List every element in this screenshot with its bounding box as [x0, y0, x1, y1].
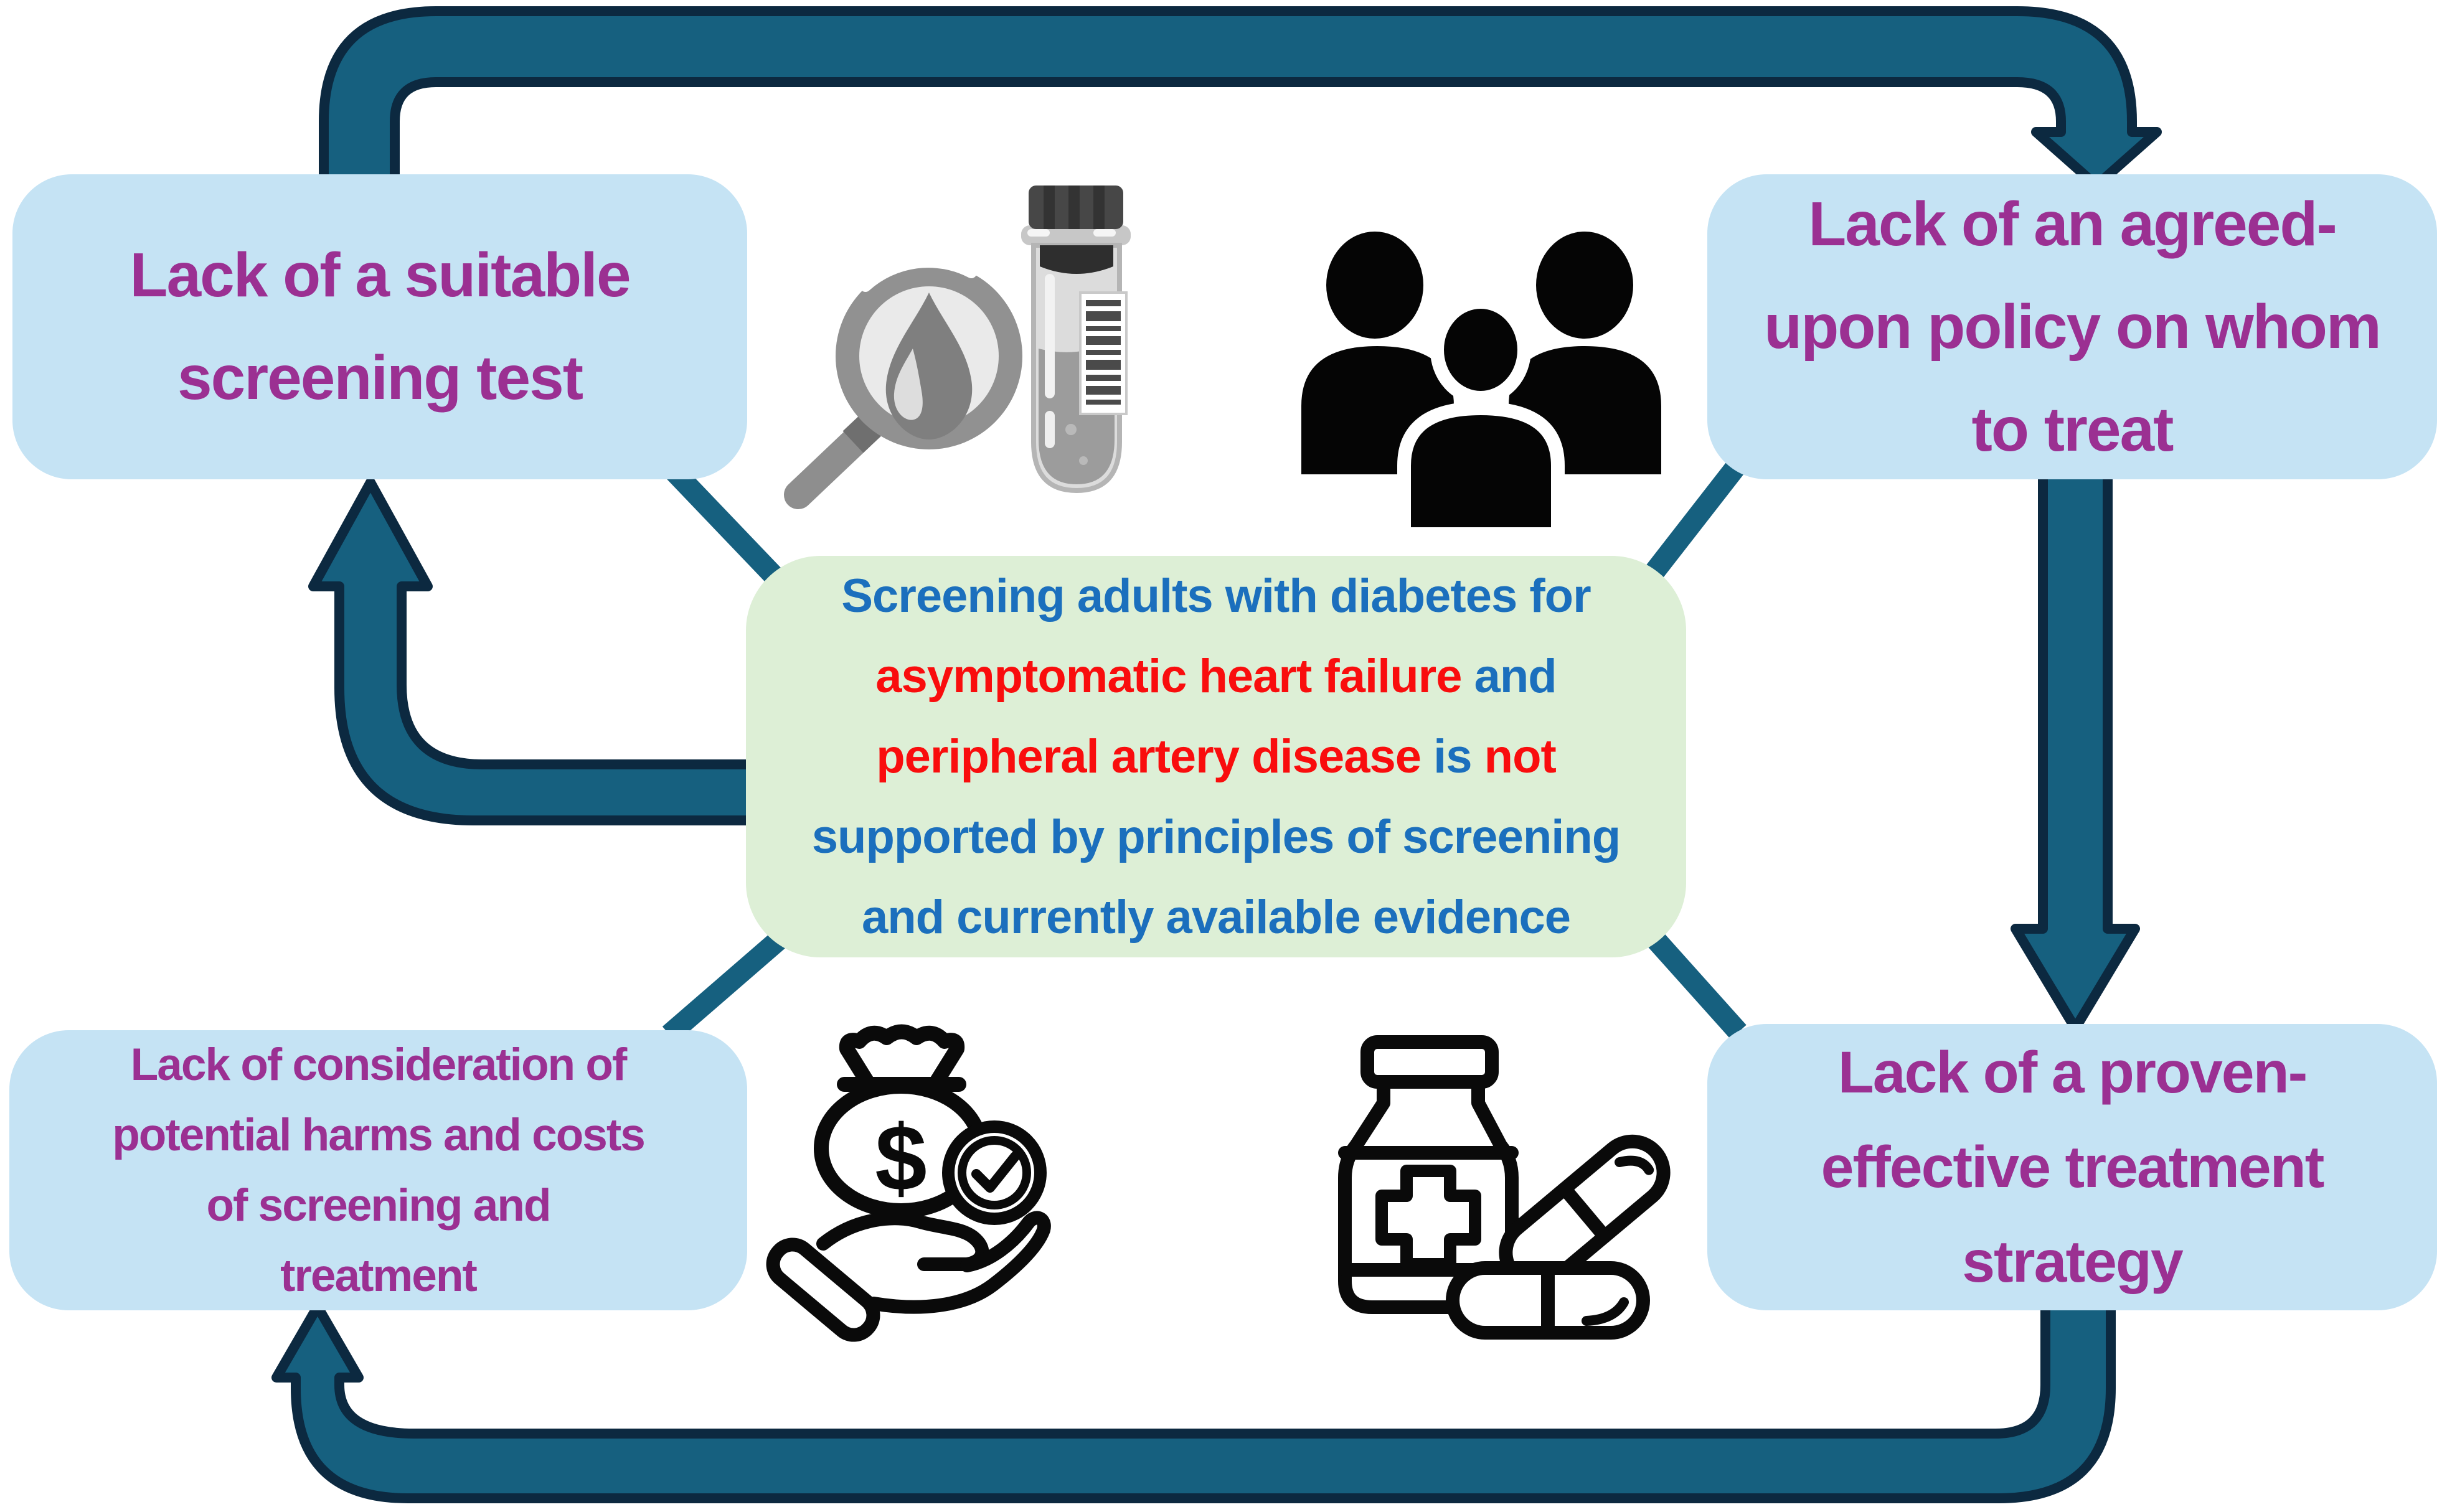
box-lack-of-proven-treatment-strategy: Lack of a proven- effective treatment st… [1707, 1024, 2437, 1310]
bottle-cross [1375, 1165, 1481, 1270]
tube-highlight [1045, 274, 1055, 398]
box-label-bottom-left: Lack of consideration of potential harms… [112, 1040, 646, 1301]
money-bag-hand-icon [766, 1024, 1051, 1342]
arrow-bottom-band [271, 1297, 2116, 1503]
hand-fingers [816, 1211, 989, 1271]
connector-bottom-left [662, 926, 793, 1043]
tube-cap-stripe [1068, 185, 1080, 229]
capsule-horizontal [1446, 1261, 1650, 1340]
pill-bottle-icon [1338, 1035, 1671, 1340]
cycle-arrows [271, 6, 2162, 1503]
connector-top-right [1643, 457, 1747, 583]
people-group-icon [1301, 232, 1661, 541]
arrow-left-up [308, 477, 761, 825]
check-mark [971, 1152, 1020, 1193]
box-label-top-left: Lack of a suitable screening test [130, 240, 631, 413]
test-tube-icon [1021, 185, 1131, 494]
hand-thumb [867, 1211, 1051, 1314]
dollar-sign: $ [875, 1106, 926, 1210]
connector-bottom-right [1645, 929, 1747, 1040]
box-label-top-right: Lack of an agreed- upon policy on whom t… [1764, 189, 2382, 464]
box-lack-of-consideration-harms-costs: Lack of consideration of potential harms… [9, 1030, 747, 1310]
blood-drop-highlight [893, 349, 923, 420]
hand-cuff [766, 1237, 880, 1342]
check-badge-inner [958, 1136, 1031, 1209]
bottle-cap [1360, 1035, 1499, 1089]
tube-barcode [1079, 291, 1128, 415]
box-label-bottom-right: Lack of a proven- effective treatment st… [1821, 1040, 2325, 1295]
person-head-left [1326, 232, 1423, 339]
magnifier-blood-drop-icon [784, 256, 1022, 509]
arrow-top-band [319, 6, 2162, 192]
tube-stopper-shadow [1040, 245, 1113, 274]
arrow-right-vertical [2011, 469, 2140, 1033]
tube-rim-highlight [1027, 229, 1050, 237]
tube-cap-stripe [1044, 185, 1055, 229]
tube-rim-highlight [1093, 229, 1116, 237]
box-lack-of-suitable-screening-test: Lack of a suitable screening test [12, 174, 747, 479]
connector-top-left [657, 454, 794, 596]
person-body-center [1397, 401, 1565, 541]
tube-highlight-2 [1045, 411, 1055, 448]
money-bag-knot [839, 1024, 965, 1089]
person-head-right [1536, 232, 1633, 339]
center-connectors [657, 454, 1747, 1043]
box-lack-of-agreed-policy: Lack of an agreed- upon policy on whom t… [1707, 174, 2437, 479]
person-head-center [1430, 295, 1531, 405]
magnifier-highlight [860, 256, 977, 292]
tube-cap-stripe [1093, 185, 1105, 229]
tube-bubble [1079, 456, 1088, 465]
tube-bubble [1065, 424, 1077, 435]
